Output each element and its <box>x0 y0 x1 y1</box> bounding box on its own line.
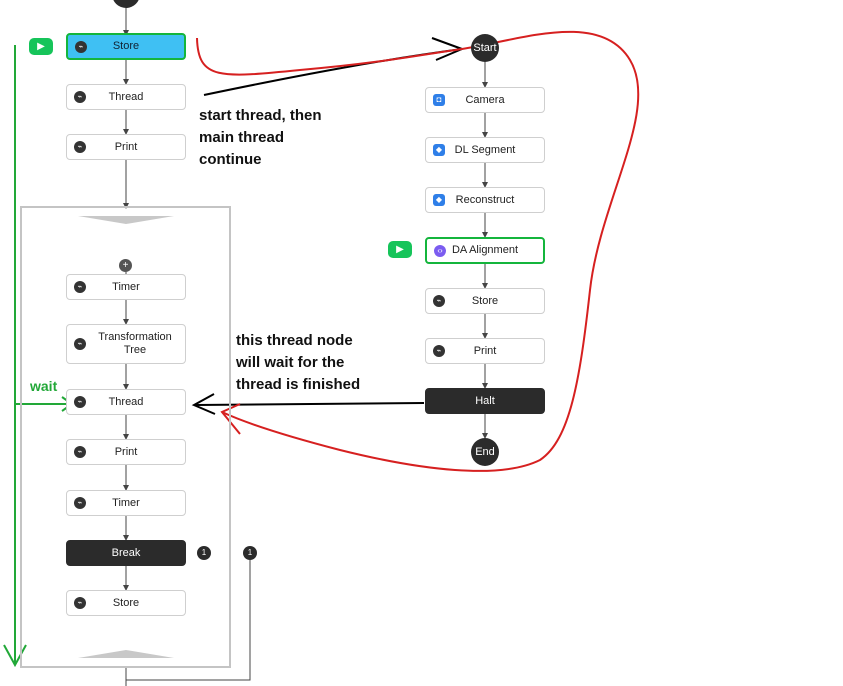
node-icon: ⌁ <box>74 396 86 408</box>
reconstruct-label: Reconstruct <box>455 193 515 206</box>
da-alignment-label: DA Alignment <box>451 244 519 256</box>
node-icon: ⌁ <box>74 91 86 103</box>
node-icon: ⌁ <box>433 295 445 307</box>
dl-segment-node[interactable]: ◆ DL Segment <box>425 137 545 163</box>
break-count-badge: 1 <box>197 546 211 560</box>
thread-label: Thread <box>108 90 144 103</box>
node-icon: ⌁ <box>74 281 86 293</box>
end-node[interactable]: End <box>471 438 499 466</box>
da-alignment-node[interactable]: ‹› DA Alignment <box>425 237 545 264</box>
transformation-tree-node[interactable]: ⌁ Transformation Tree <box>66 324 186 364</box>
halt-node[interactable]: Halt <box>425 388 545 414</box>
break-node[interactable]: Break <box>66 540 186 566</box>
loop-collapse-chevron[interactable] <box>78 216 174 224</box>
dl-segment-label: DL Segment <box>454 143 516 156</box>
break-label: Break <box>111 546 141 559</box>
code-icon: ‹› <box>434 244 446 257</box>
node-icon: ⌁ <box>433 345 445 357</box>
store-label: Store <box>112 40 140 52</box>
node-icon: ⌁ <box>75 40 87 53</box>
loop-expand-chevron[interactable] <box>78 650 174 658</box>
timer-node-2[interactable]: ⌁ Timer <box>66 490 186 516</box>
timer-label: Timer <box>112 280 140 293</box>
start-node[interactable]: Start <box>471 34 499 62</box>
wait-thread-annotation: this thread node will wait for the threa… <box>236 332 361 393</box>
timer-node-1[interactable]: ⌁ Timer <box>66 274 186 300</box>
print-node-loop[interactable]: ⌁ Print <box>66 439 186 465</box>
print-node-main[interactable]: ⌁ Print <box>66 134 186 160</box>
store-node-thread[interactable]: ⌁ Store <box>425 288 545 314</box>
store-node-main[interactable]: ⌁ Store <box>66 33 186 60</box>
camera-icon: ◘ <box>433 94 445 106</box>
store-label: Store <box>471 294 499 307</box>
flow-start-node[interactable] <box>112 0 140 8</box>
start-thread-annotation: start thread, then main thread continue <box>199 107 322 168</box>
camera-node[interactable]: ◘ Camera <box>425 87 545 113</box>
play-icon[interactable]: ▶ <box>29 38 53 55</box>
thread-label: Thread <box>108 395 144 408</box>
store-node-loop[interactable]: ⌁ Store <box>66 590 186 616</box>
node-icon: ⌁ <box>74 446 86 458</box>
print-label: Print <box>473 344 497 357</box>
node-icon: ⌁ <box>74 497 86 509</box>
start-label: Start <box>473 42 497 54</box>
node-icon: ⌁ <box>74 338 86 350</box>
cube-icon: ◆ <box>433 194 445 206</box>
thread-node-loop[interactable]: ⌁ Thread <box>66 389 186 415</box>
cube-icon: ◆ <box>433 144 445 156</box>
camera-label: Camera <box>465 93 505 106</box>
print-label: Print <box>114 445 138 458</box>
print-label: Print <box>114 140 138 153</box>
transformation-tree-label: Transformation Tree <box>98 331 172 356</box>
loop-container <box>20 206 231 668</box>
reconstruct-node[interactable]: ◆ Reconstruct <box>425 187 545 213</box>
add-node-icon[interactable]: + <box>119 259 132 272</box>
node-icon: ⌁ <box>74 141 86 153</box>
store-label: Store <box>112 596 140 609</box>
wait-label: wait <box>30 378 58 394</box>
play-icon[interactable]: ▶ <box>388 241 412 258</box>
halt-label: Halt <box>475 394 495 407</box>
loop-count-badge: 1 <box>243 546 257 560</box>
node-icon: ⌁ <box>74 597 86 609</box>
thread-node-main[interactable]: ⌁ Thread <box>66 84 186 110</box>
timer-label: Timer <box>112 496 140 509</box>
end-label: End <box>475 446 495 458</box>
print-node-thread[interactable]: ⌁ Print <box>425 338 545 364</box>
